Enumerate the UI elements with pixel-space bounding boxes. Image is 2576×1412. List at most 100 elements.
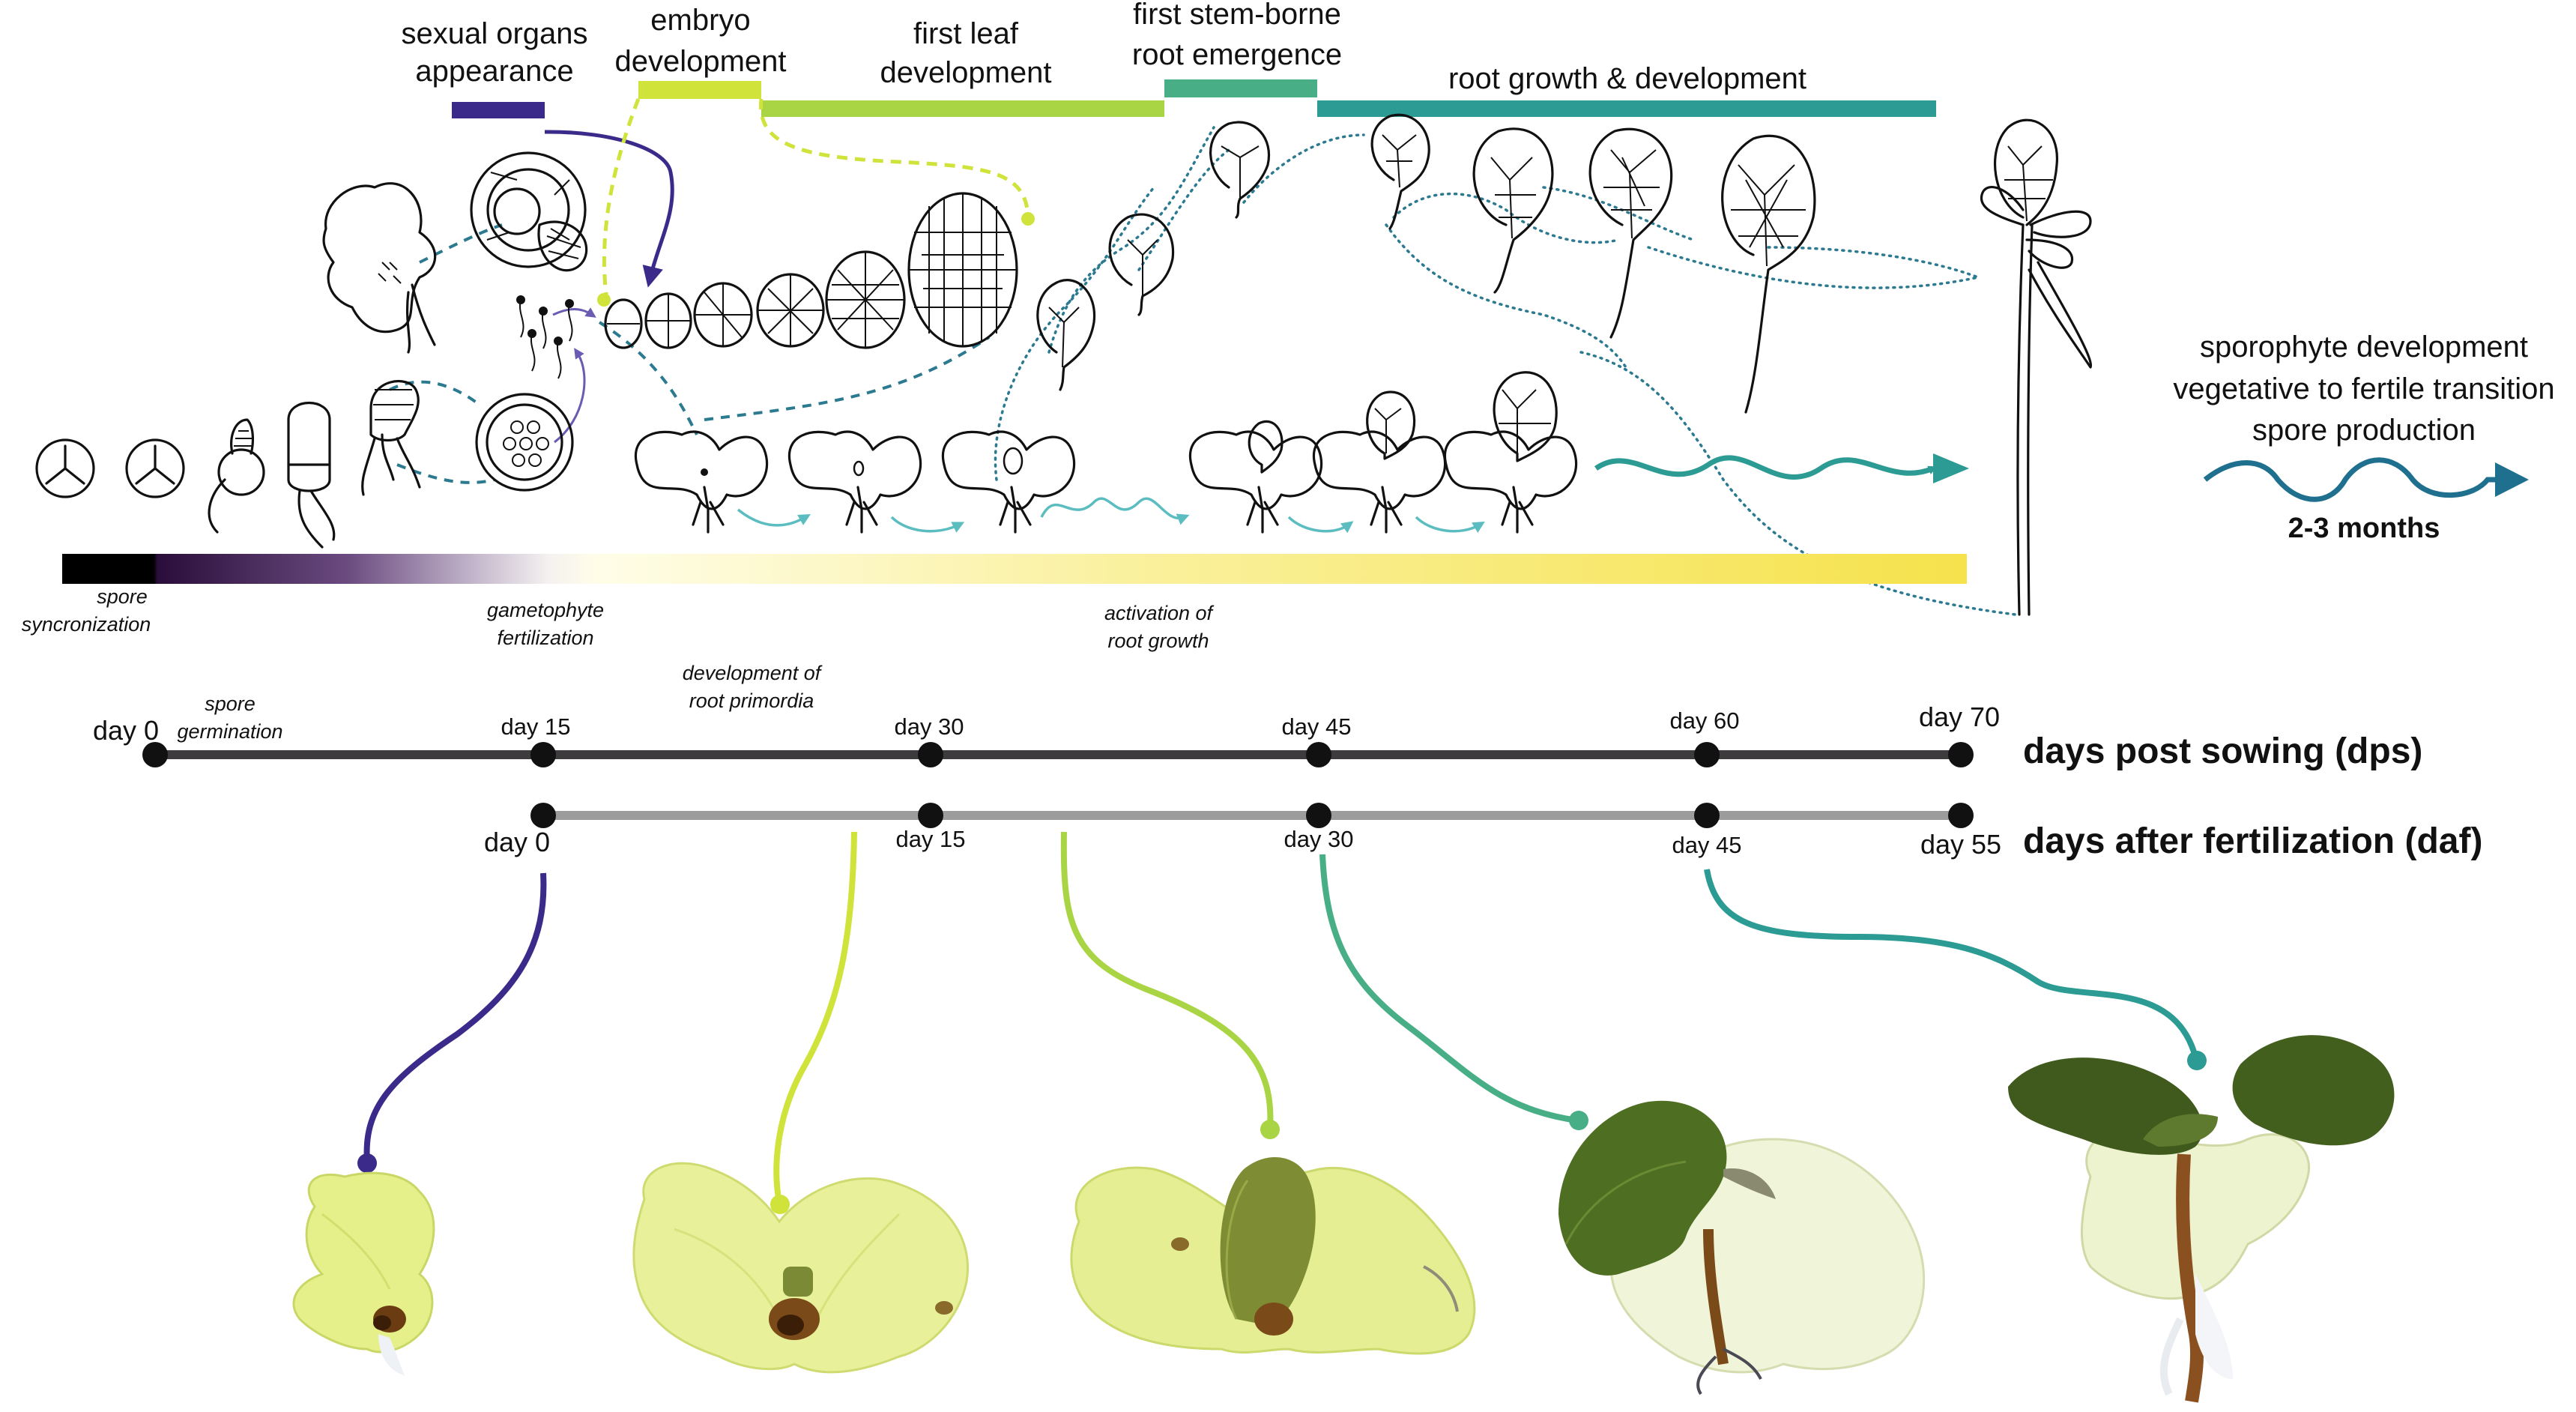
connector-purple-dot — [357, 1153, 377, 1173]
connector-dark-teal — [1704, 869, 2198, 1058]
anno-gametophyte-1: gametophyte — [487, 599, 604, 621]
sporophyte-panel: sporophyte development vegetative to fer… — [2173, 331, 2554, 544]
dotted-guide-2 — [1047, 126, 1215, 354]
anno-spore-sync-2: syncronization — [22, 613, 151, 636]
photo-sporophyte-day45 — [2008, 1035, 2395, 1403]
stage-label-first-root-2: root emergence — [1132, 38, 1342, 71]
dotted-guide-10 — [1579, 351, 2017, 616]
stage-bars — [452, 79, 1936, 118]
wavy-arrow-5 — [1415, 516, 1485, 533]
connector-teal-dot — [1569, 1111, 1588, 1130]
germinating-spore — [208, 418, 265, 534]
daf-dot-0 — [530, 803, 556, 828]
stage-label-first-leaf-2: development — [880, 56, 1051, 89]
dps-tick-30: day 30 — [894, 713, 964, 740]
dps-dot-30 — [918, 742, 943, 767]
stage-label-first-root-1: first stem-borne — [1133, 0, 1341, 31]
photo-gametophyte-day0 — [292, 1171, 435, 1375]
embryo-stage-2 — [644, 292, 692, 349]
spore-2 — [125, 438, 185, 498]
connector-lime-dot — [770, 1195, 790, 1214]
dps-tick-15: day 15 — [501, 713, 570, 740]
stage-bar-first-root — [1164, 79, 1317, 97]
purple-small-arrow — [554, 348, 586, 444]
archegonium-sketch — [470, 151, 588, 272]
connector-green-dot — [1260, 1120, 1280, 1139]
dps-dot-60 — [1694, 742, 1720, 767]
lime-dot-left — [597, 293, 611, 307]
stage-label-root-growth: root growth & development — [1448, 62, 1806, 95]
photo-gametophyte-day15 — [632, 1162, 969, 1374]
thallus-4 — [1188, 420, 1323, 534]
spore-1 — [35, 438, 95, 498]
mature-gametophyte-sketch — [322, 182, 437, 354]
daf-dot-15 — [918, 803, 943, 828]
daf-tick-15: day 15 — [895, 826, 965, 852]
dps-dot-70 — [1948, 742, 1974, 767]
gametophyte-sporophyte-series — [634, 371, 1578, 534]
stage-bar-first-leaf — [761, 100, 1164, 117]
anno-spore-sync-1: spore — [97, 585, 148, 608]
right-wavy-arrow — [2203, 457, 2499, 502]
daf-tick-0: day 0 — [484, 827, 550, 857]
leaf-sketch-4 — [1370, 113, 1430, 230]
lime-dashed-curve — [759, 98, 1030, 218]
dotted-guide-9 — [1767, 246, 1980, 279]
thallus-3 — [941, 430, 1076, 534]
spore-sketches — [35, 379, 421, 549]
connector-lime — [773, 831, 857, 1204]
duration-label: 2-3 months — [2288, 513, 2440, 544]
dotted-guide-6 — [1542, 186, 1695, 241]
right-text-line2: vegetative to fertile transition — [2173, 372, 2554, 405]
daf-axis-title: days after fertilization (daf) — [2023, 821, 2482, 861]
dps-tick-60: day 60 — [1669, 707, 1739, 734]
stage-label-sexual-organs-2: appearance — [415, 55, 573, 88]
stage-labels: sexual organs appearance embryo developm… — [401, 0, 1806, 95]
dotted-guide-4 — [1242, 133, 1365, 204]
stage-bar-sexual-organs — [452, 102, 545, 118]
thallus-5 — [1312, 390, 1447, 534]
leaf-sketch-3 — [1209, 121, 1270, 219]
connector-arrows — [389, 98, 2017, 616]
thallus-6 — [1443, 371, 1578, 534]
dotted-guide-1 — [994, 186, 1155, 481]
wavy-arrow-1 — [737, 508, 811, 527]
teal-dashed-5 — [704, 336, 991, 421]
daf-dot-55 — [1948, 803, 1974, 828]
lime-dot-right — [1021, 212, 1035, 226]
stage-label-embryo-1: embryo — [650, 4, 750, 37]
wavy-arrow-3 — [1040, 497, 1190, 525]
right-text-line3: spore production — [2252, 414, 2476, 447]
photo-gametophyte-day20 — [1070, 1156, 1476, 1355]
purple-small-arrow-2 — [552, 307, 596, 318]
dotted-guide-7 — [1385, 223, 1627, 369]
young-leaf-series — [1036, 113, 1816, 414]
teal-wavy-arrows — [737, 453, 1969, 534]
thallus-1 — [634, 430, 769, 534]
right-arrow-head — [2495, 462, 2529, 497]
right-text-line1: sporophyte development — [2200, 331, 2528, 363]
embryo-stage-3 — [693, 282, 753, 348]
dps-tick-0: day 0 — [93, 715, 159, 746]
dps-tick-45: day 45 — [1281, 713, 1351, 740]
daf-axis: day 0 day 15 day 30 day 45 day 55 days a… — [484, 803, 2482, 861]
stage-label-embryo-2: development — [614, 45, 786, 78]
stage-label-first-leaf-1: first leaf — [913, 17, 1019, 50]
anno-root-growth-2: root growth — [1107, 630, 1209, 652]
dotted-guide-5 — [1392, 192, 1620, 244]
anno-gametophyte-2: fertilization — [497, 627, 593, 649]
leaf-sketch-5 — [1472, 127, 1554, 294]
anno-spore-germ-1: spore — [205, 693, 256, 715]
anno-spore-germ-2: germination — [177, 720, 282, 743]
wavy-arrow-2 — [890, 516, 965, 533]
protonema — [287, 402, 336, 549]
connector-dark-teal-dot — [2187, 1051, 2207, 1070]
wavy-arrow-big-head — [1933, 453, 1969, 483]
dps-axis: day 0 day 15 day 30 day 45 day 60 day 70… — [93, 702, 2422, 771]
stage-label-sexual-organs-1: sexual organs — [401, 17, 587, 50]
leaf-sketch-7 — [1721, 134, 1816, 414]
mature-sporophyte-sketch — [1980, 118, 2093, 616]
lime-dashed-arrow — [602, 98, 641, 301]
embryo-stage-4 — [756, 273, 825, 348]
